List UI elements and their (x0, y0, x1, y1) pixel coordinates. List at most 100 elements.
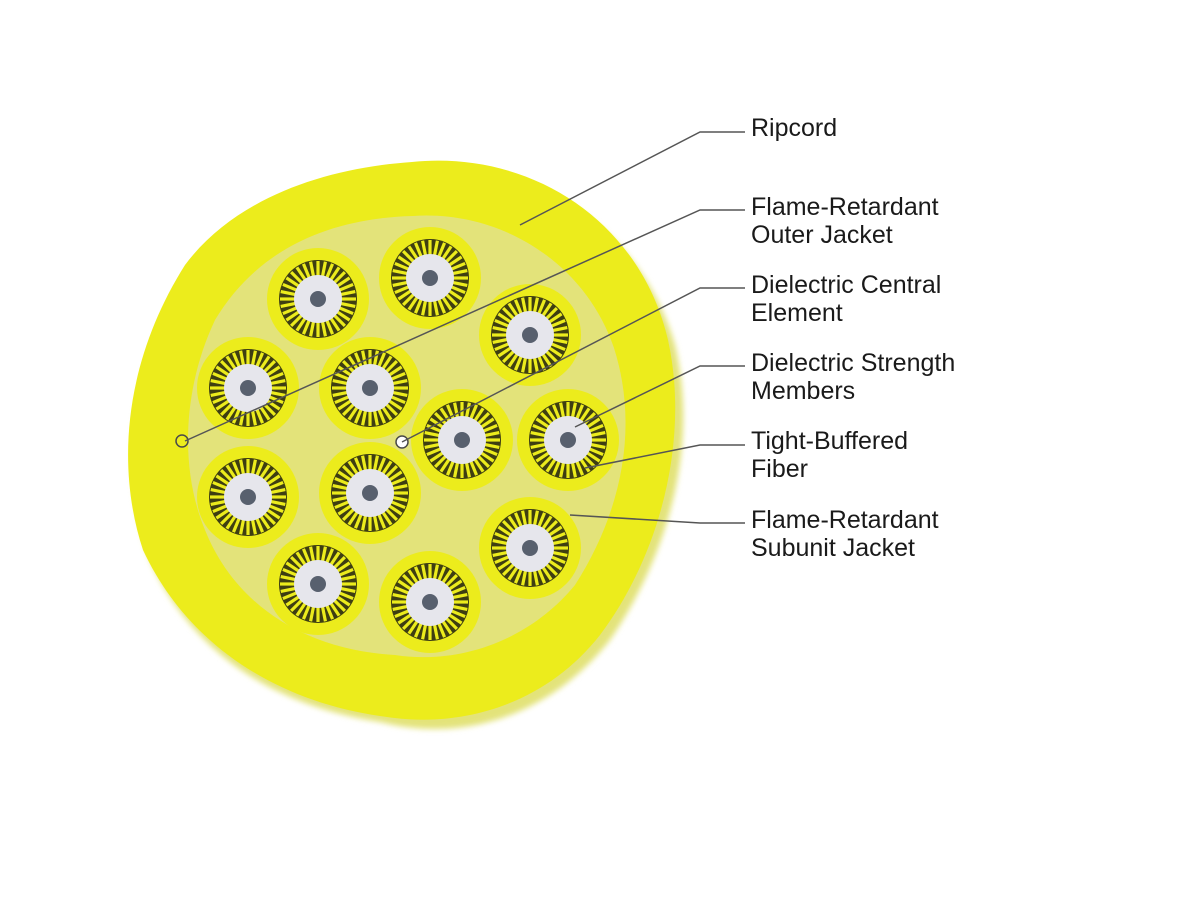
strength-yarn (332, 484, 348, 491)
strength-yarn (285, 276, 300, 288)
strength-yarn (441, 296, 453, 311)
callout-strength-members-line-2: Members (751, 377, 856, 405)
strength-yarn (268, 480, 284, 490)
strength-yarn (575, 460, 585, 476)
strength-yarn (521, 510, 528, 526)
strength-yarn (441, 569, 453, 584)
strength-yarn (530, 442, 546, 449)
fiber-core (310, 291, 326, 307)
strength-yarn (361, 350, 368, 366)
strength-yarn (338, 282, 354, 292)
strength-yarn (521, 297, 528, 313)
strength-yarn (270, 499, 286, 506)
callout-tight-buffered-fiber: Tight-Buffered Fiber (751, 427, 908, 483)
strength-yarn (477, 455, 491, 469)
strength-member-yarns (492, 510, 568, 586)
strength-yarn (259, 406, 271, 421)
strength-yarn (550, 531, 566, 541)
strength-member-yarns (280, 261, 356, 337)
strength-yarn (397, 289, 412, 301)
strength-yarn (432, 564, 439, 580)
strength-yarn (255, 352, 265, 368)
strength-yarn (347, 460, 359, 475)
strength-yarn (501, 306, 515, 320)
strength-yarn (289, 599, 303, 613)
strength-yarn (341, 508, 355, 522)
strength-yarn (210, 499, 226, 506)
subunit (479, 284, 581, 386)
strength-yarn (333, 555, 347, 569)
strength-yarn (552, 550, 568, 557)
strength-yarn (507, 566, 519, 581)
strength-yarn (353, 513, 363, 529)
strength-yarn (263, 403, 277, 417)
fiber-core (422, 594, 438, 610)
strength-yarn (225, 464, 237, 479)
strength-yarn (583, 455, 597, 469)
callout-central-element-line-1: Dielectric Central (751, 271, 942, 299)
strength-yarn (268, 504, 284, 514)
strength-yarn (325, 319, 335, 335)
strength-yarn (433, 411, 447, 425)
strength-yarn (372, 515, 379, 531)
strength-yarn (532, 423, 548, 433)
strength-yarn (421, 300, 428, 316)
strength-yarn (210, 390, 226, 397)
strength-yarn (539, 411, 553, 425)
strength-yarn (338, 306, 354, 316)
strength-yarn (480, 417, 495, 429)
strength-yarn (381, 406, 393, 421)
subunit (267, 533, 369, 635)
strength-member-yarns (392, 564, 468, 640)
strength-yarn (473, 407, 485, 422)
strength-yarn (426, 447, 442, 457)
strength-yarn (377, 352, 387, 368)
strength-yarn (263, 359, 277, 373)
strength-yarn (263, 512, 277, 526)
strength-yarn (501, 563, 515, 577)
strength-yarn (219, 512, 233, 526)
strength-yarn (289, 555, 303, 569)
strength-yarn (266, 508, 281, 520)
strength-yarn (333, 314, 347, 328)
strength-yarn (570, 462, 577, 478)
strength-yarn (377, 513, 387, 529)
callout-subunit-jacket-line-1: Flame-Retardant (751, 506, 939, 534)
strength-yarn (239, 350, 246, 366)
subunit (319, 442, 421, 544)
subunit (267, 248, 369, 350)
strength-yarn (413, 622, 423, 638)
strength-yarn (450, 609, 466, 619)
strength-yarn (392, 484, 408, 491)
strength-yarn (413, 566, 423, 582)
strength-yarn (263, 468, 277, 482)
strength-yarn (266, 365, 281, 377)
strength-yarn (453, 402, 460, 418)
fiber-core (422, 270, 438, 286)
strength-yarn (385, 508, 399, 522)
strength-yarn (340, 290, 356, 297)
strength-yarn (212, 371, 228, 381)
strength-yarn (424, 442, 440, 449)
strength-yarn (301, 319, 311, 335)
strength-yarn (394, 609, 410, 619)
strength-yarn (432, 300, 439, 316)
strength-yarn (336, 276, 351, 288)
strength-yarn (280, 575, 296, 582)
strength-yarn (421, 564, 428, 580)
strength-yarn (413, 242, 423, 258)
strength-yarn (333, 599, 347, 613)
strength-yarn (590, 442, 606, 449)
strength-yarn (545, 350, 559, 364)
strength-yarn (361, 515, 368, 531)
strength-yarn (231, 461, 241, 477)
strength-yarn (392, 604, 408, 611)
strength-yarn (347, 355, 359, 370)
strength-yarn (390, 371, 406, 381)
callout-central-element: Dielectric Central Element (751, 271, 941, 327)
strength-yarn (372, 410, 379, 426)
strength-yarn (579, 458, 591, 473)
strength-yarn (239, 519, 246, 535)
strength-yarn (539, 455, 553, 469)
strength-yarn (301, 263, 311, 279)
